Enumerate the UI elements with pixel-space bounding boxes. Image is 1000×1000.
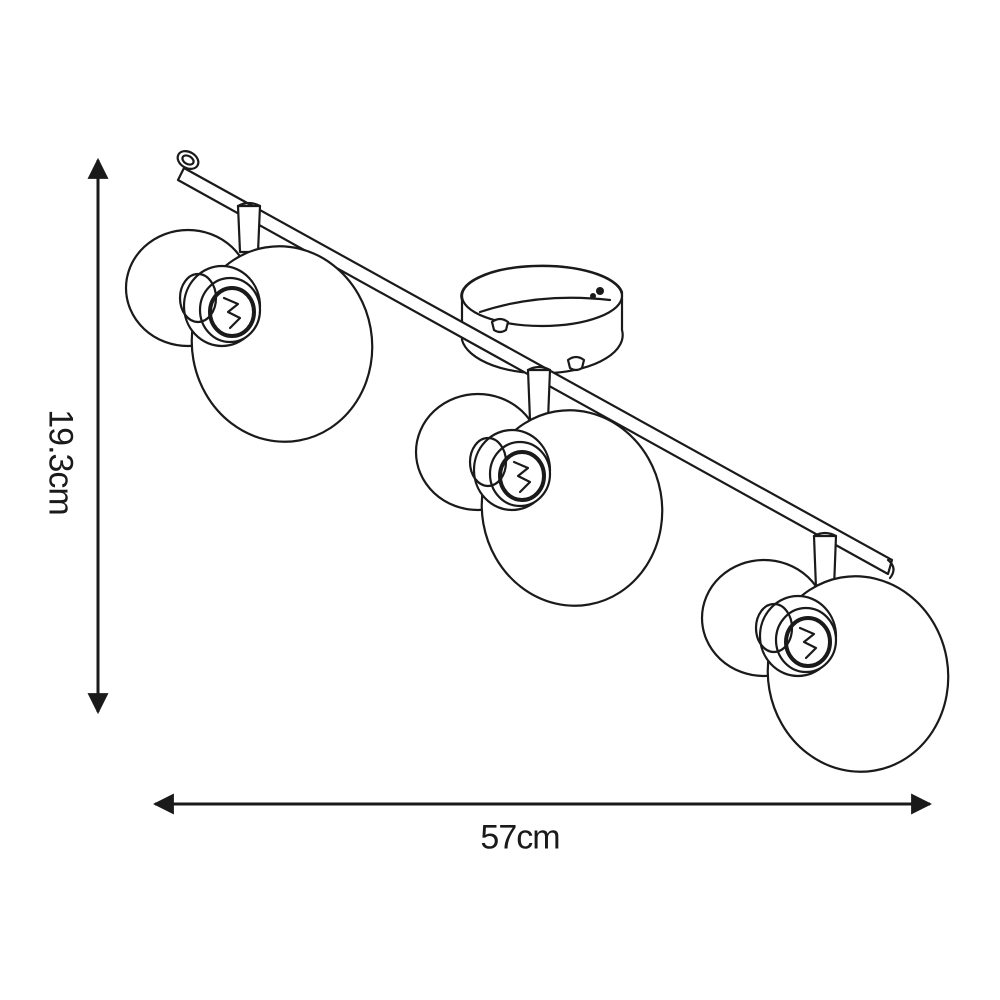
spotlight-1-stem	[236, 204, 262, 254]
spotlight-3-bulb-socket	[784, 616, 832, 668]
width-dimension-label: 57cm	[480, 818, 560, 857]
spotlight-2-bulb-socket	[498, 450, 546, 502]
canopy-screw-icon	[596, 287, 604, 295]
spotlight-3	[700, 531, 950, 773]
height-dimension-label: 19.3cm	[41, 409, 80, 515]
spotlight-1	[124, 201, 374, 443]
spotlight-2	[414, 365, 664, 607]
spotlight-1-bulb-socket	[208, 286, 256, 338]
ceiling-canopy	[460, 264, 624, 375]
